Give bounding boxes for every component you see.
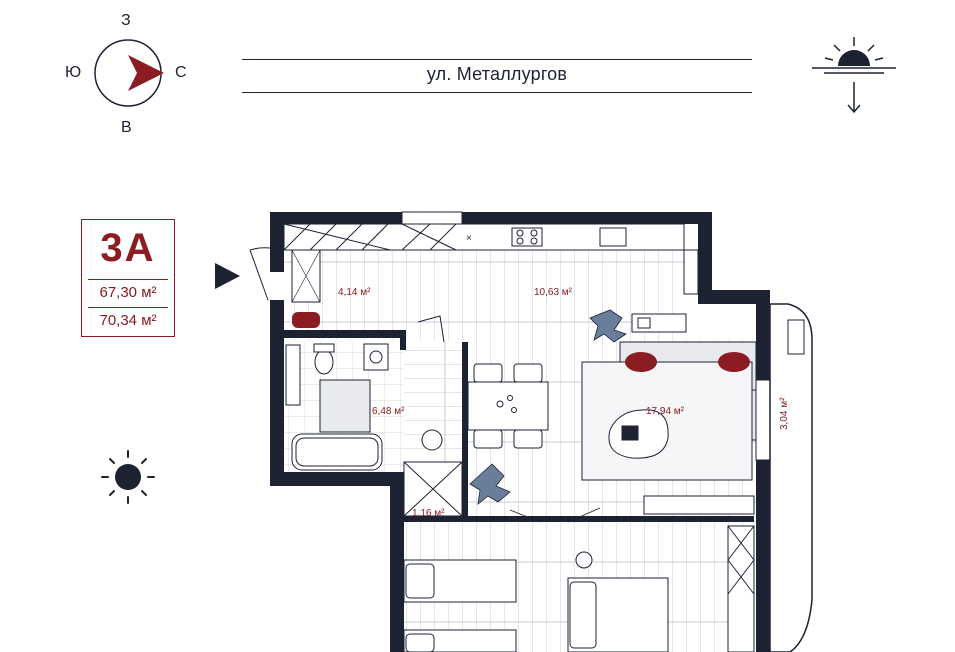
lamp	[575, 551, 593, 569]
bath-cabinet	[363, 343, 389, 371]
wall-inner-corridor	[462, 342, 468, 522]
plant-living-icon	[589, 309, 627, 343]
room-label-closet: 1,16 м²	[412, 508, 445, 519]
wall-step	[698, 290, 770, 304]
balcony-window	[787, 319, 805, 355]
wall-inner-bath-top	[284, 330, 404, 338]
kitchen-counter	[283, 223, 685, 251]
compass-north-label: З	[121, 12, 131, 29]
compass-west-label: Ю	[65, 64, 82, 81]
dining-table	[467, 381, 549, 431]
plant-corridor-icon	[469, 463, 511, 505]
coffee-table	[608, 409, 669, 459]
chair-4	[513, 429, 543, 449]
sofa	[619, 341, 757, 399]
unit-divider-top	[88, 279, 168, 280]
wall-left-mid	[270, 300, 284, 486]
bathtub	[291, 433, 383, 471]
unit-code: 3А	[100, 226, 156, 270]
wall-bottom-left	[270, 472, 404, 486]
window-kitchen	[683, 249, 699, 295]
window-living	[755, 379, 771, 461]
room-label-living: 17,94 м²	[646, 406, 685, 417]
wall-top	[270, 212, 712, 224]
toilet	[314, 349, 334, 375]
wall-inner-bed	[404, 516, 754, 522]
entry-door	[249, 247, 271, 301]
cross-mark: ×	[466, 233, 472, 244]
hall-rug	[291, 249, 321, 303]
room-label-hall: 4,14 м²	[338, 287, 371, 298]
street-line-bottom	[242, 92, 752, 93]
bed-3	[567, 577, 669, 652]
compass-south-label: В	[121, 119, 132, 136]
window-top	[401, 211, 463, 225]
cushion-left	[625, 352, 657, 372]
living-rug	[581, 361, 753, 481]
wall-inner-bath-right	[400, 330, 406, 350]
room-label-kitchen: 10,63 м²	[534, 287, 573, 298]
hall-pouf	[292, 312, 320, 328]
corridor-floor	[404, 342, 466, 462]
wall-right-mid	[756, 290, 770, 380]
wall-right-upper	[698, 212, 712, 302]
compass-needle-icon	[128, 55, 164, 91]
bedroom-floor	[404, 520, 754, 652]
unit-info-box: 3А 67,30 м² 70,34 м²	[81, 219, 175, 337]
street-line-top	[242, 59, 752, 60]
room-label-bath: 6,48 м²	[372, 406, 405, 417]
wardrobe	[727, 525, 755, 652]
balcony-outline	[769, 303, 813, 652]
unit-area-total: 70,34 м²	[99, 312, 157, 329]
unit-area-living: 67,30 м²	[99, 284, 157, 301]
tv-stand	[631, 313, 687, 333]
bed-1	[403, 559, 517, 603]
bath-door	[417, 315, 445, 343]
chair-2	[513, 363, 543, 383]
bed-2	[403, 629, 517, 652]
washer	[285, 344, 301, 406]
unit-divider-bottom	[88, 307, 168, 308]
bath-sink	[421, 429, 443, 451]
chair-3	[473, 429, 503, 449]
bath-rug	[319, 379, 371, 433]
living-floor	[466, 340, 756, 520]
street-name: ул. Металлургов	[426, 64, 568, 84]
low-cabinet	[643, 495, 755, 515]
wall-left-lower	[390, 472, 404, 652]
compass-east-label: С	[175, 64, 187, 81]
room-label-balcony: 3,04 м²	[779, 397, 790, 430]
chair-1	[473, 363, 503, 383]
wall-inner-kitchen	[390, 212, 400, 248]
cushion-right	[718, 352, 750, 372]
stove	[511, 227, 543, 247]
wall-right-lower	[756, 460, 770, 652]
sink	[599, 227, 627, 247]
wall-left-upper	[270, 212, 284, 272]
